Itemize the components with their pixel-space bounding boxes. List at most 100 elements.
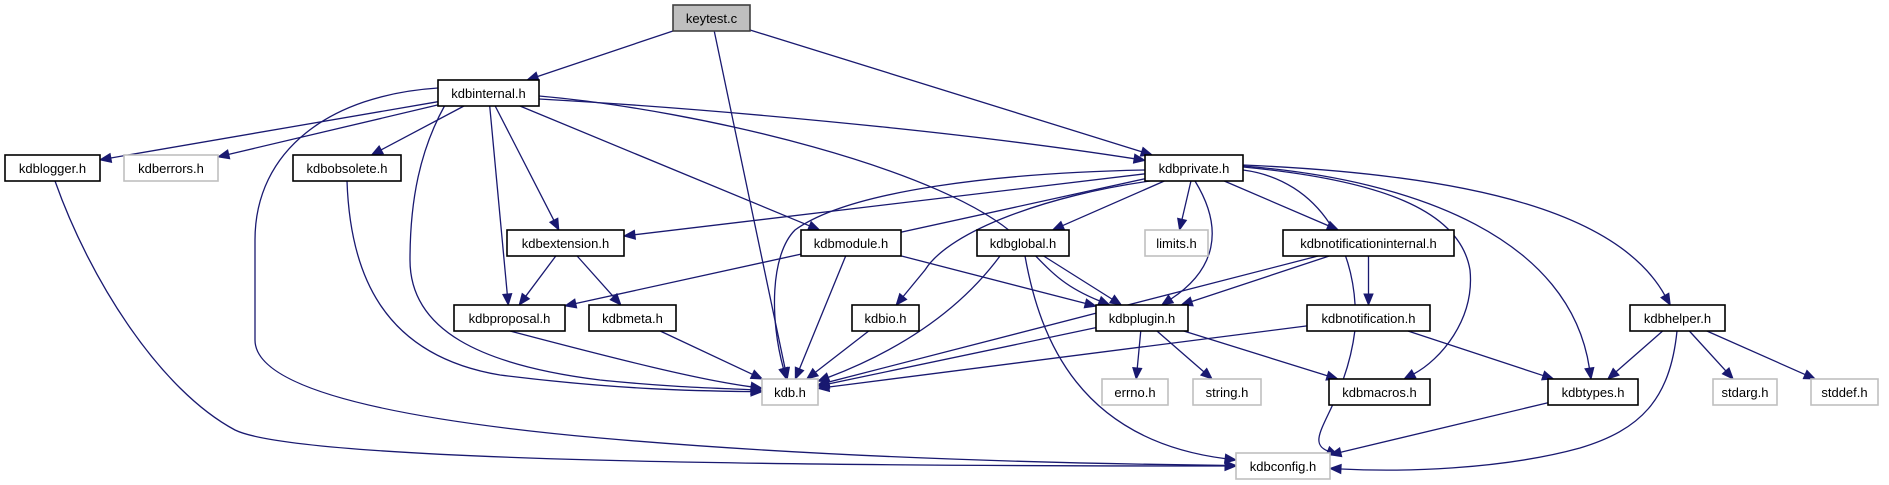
node-kdbhelper-h[interactable]: kdbhelper.h [1629,304,1726,332]
node-kdbnotificationinternal-h[interactable]: kdbnotificationinternal.h [1282,229,1455,257]
node-label: kdbglobal.h [990,236,1057,251]
node-kdberrors-h: kdberrors.h [123,154,219,182]
node-kdbplugin-h[interactable]: kdbplugin.h [1095,304,1189,332]
edge-kdbprivate_h-to-kdb_h [773,169,1146,381]
node-kdbprivate-h[interactable]: kdbprivate.h [1144,154,1244,182]
node-box [976,229,1070,257]
edge-line [828,255,1001,379]
node-kdbproposal-h[interactable]: kdbproposal.h [453,304,566,332]
edge-kdbprivate_h-to-kdbextension_h [622,173,1146,240]
edge-kdbnotificationinternal_h-to-kdbnotification_h [1363,256,1374,307]
arrowhead [794,366,805,381]
edge-kdbnotificationinternal_h-to-kdbplugin_h [1180,255,1330,307]
node-box [851,304,920,332]
edge-kdbprivate_h-to-kdbglobal_h [1051,180,1165,231]
node-box [4,154,101,182]
edge-line [798,255,847,370]
node-box [1095,304,1189,332]
edge-kdbmodule_h-to-kdb_h [794,255,847,381]
edge-line [494,105,555,221]
edge-line [254,87,1226,467]
edge-line [1706,330,1806,376]
node-kdbtypes-h[interactable]: kdbtypes.h [1547,378,1639,406]
node-label: kdb.h [774,385,806,400]
node-kdbmodule-h[interactable]: kdbmodule.h [800,229,902,257]
arrowhead [1660,292,1671,307]
node-label: limits.h [1156,236,1196,251]
edge-kdbglobal_h-to-kdbconfig_h [1024,255,1238,464]
node-label: kdbextension.h [522,236,609,251]
node-label: kdbplugin.h [1109,311,1176,326]
edge-kdbinternal_h-to-kdbmodule_h [519,105,821,231]
edge-line [1688,330,1727,372]
edge-kdbhelper_h-to-kdbconfig_h [1328,330,1678,475]
edge-line [228,104,439,156]
node-stdarg-h: stdarg.h [1712,378,1778,406]
edge-line [828,327,1097,385]
arrowhead [1328,447,1343,458]
arrowhead [749,369,764,380]
arrowhead [816,381,831,393]
node-label: kdbnotificationinternal.h [1300,236,1437,251]
edge-kdbtypes_h-to-kdbconfig_h [1328,402,1549,458]
node-kdbnotification-h[interactable]: kdbnotification.h [1306,304,1431,332]
edge-kdbinternal_h-to-kdbproposal_h [489,105,513,307]
node-box [1282,229,1455,257]
node-stddef-h: stddef.h [1810,378,1879,406]
edge-line [1043,255,1113,300]
arrowhead [1132,153,1147,164]
arrowhead [609,292,622,306]
edge-line [489,105,508,295]
node-kdbio-h[interactable]: kdbio.h [851,304,920,332]
node-label: kdbobsolete.h [307,161,388,176]
edge-line [1242,164,1666,296]
node-box [761,378,819,406]
edge-line [1062,180,1165,227]
arrowhead [518,292,531,307]
node-box [1629,304,1726,332]
node-label: kdbconfig.h [1250,459,1317,474]
edge-kdbprivate_h-to-kdbhelper_h [1242,164,1671,307]
node-kdblogger-h[interactable]: kdblogger.h [4,154,101,182]
node-kdb-h: kdb.h [761,378,819,406]
edge-kdbprivate_h-to-kdbtypes_h [1242,165,1595,381]
node-label: stddef.h [1821,385,1867,400]
node-box [506,229,625,257]
edge-line [380,105,465,151]
edge-line [634,173,1146,236]
node-box [1810,378,1879,406]
node-kdbmeta-h[interactable]: kdbmeta.h [588,304,677,332]
edge-kdbextension_h-to-kdbproposal_h [518,255,557,307]
edge-keytest_c-to-kdb_h [713,30,791,381]
edge-kdbinternal_h-to-kdbextension_h [494,105,560,232]
edge-line [525,255,557,297]
node-kdbobsolete-h[interactable]: kdbobsolete.h [292,154,402,182]
node-kdbglobal-h[interactable]: kdbglobal.h [976,229,1070,257]
edge-line [659,330,753,375]
node-label: kdbio.h [865,311,907,326]
node-label: kdbmacros.h [1342,385,1416,400]
edge-kdbplugin_h-to-errno_h [1132,330,1143,381]
arrowhead [501,293,513,307]
arrowhead [1160,294,1175,306]
arrowhead [895,292,908,307]
edge-line [1170,180,1213,300]
arrowhead [622,229,637,240]
arrowhead [98,152,113,164]
arrowhead [1584,366,1595,381]
edge-line [900,255,1086,305]
arrowhead [1328,463,1342,475]
edge-kdbnotification_h-to-kdb_h [816,325,1308,393]
node-errno-h: errno.h [1101,378,1169,406]
arrowhead [778,366,789,381]
node-label: kdbtypes.h [1562,385,1625,400]
arrowhead [1402,368,1417,380]
node-keytest-c[interactable]: keytest.c [672,4,751,32]
arrowhead [548,217,560,232]
node-kdbinternal-h[interactable]: kdbinternal.h [437,79,540,107]
edge-line [110,101,439,159]
arrowhead [749,381,764,392]
node-kdbmacros-h[interactable]: kdbmacros.h [1328,378,1431,406]
edge-line [713,30,786,369]
node-kdbextension-h[interactable]: kdbextension.h [506,229,625,257]
